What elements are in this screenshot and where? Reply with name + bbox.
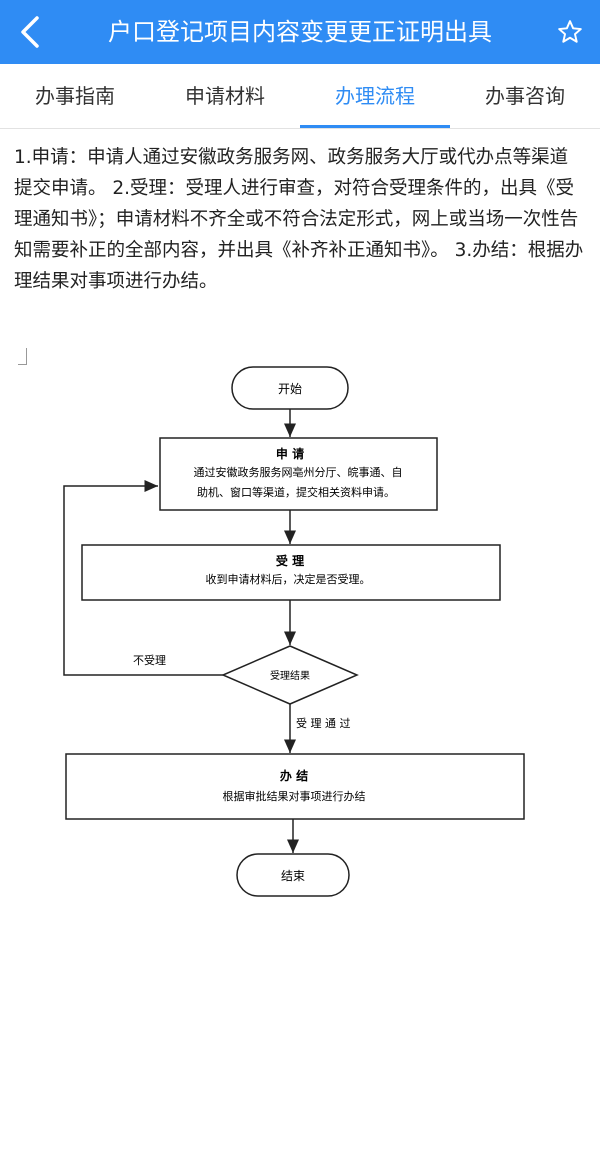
process-text: 1.申请：申请人通过安徽政务服务网、政务服务大厅或代办点等渠道提交申请。 2.受… <box>14 147 584 292</box>
finish-node <box>65 753 525 820</box>
star-outline-icon <box>558 20 582 43</box>
end-node <box>236 853 350 897</box>
active-tab-indicator <box>300 125 450 128</box>
apply-node <box>159 437 438 511</box>
apply-title: 申 请 <box>276 446 304 461</box>
back-button[interactable] <box>8 10 52 54</box>
tab-guide[interactable]: 办事指南 <box>35 84 115 108</box>
apply-line-2: 助机、窗口等渠道，提交相关资料申请。 <box>197 485 395 499</box>
accept-node <box>81 544 501 601</box>
reject-label: 不受理 <box>133 654 166 667</box>
end-label: 结束 <box>281 869 305 883</box>
tab-process[interactable]: 办理流程 <box>335 84 415 108</box>
arrow-reject-loop <box>63 480 223 676</box>
accept-title: 受 理 <box>276 553 304 568</box>
process-description: 1.申请：申请人通过安徽政务服务网、政务服务大厅或代办点等渠道提交申请。 2.受… <box>14 142 586 297</box>
tab-bar: 办事指南 申请材料 办理流程 办事咨询 <box>0 64 600 129</box>
process-flowchart: 开始 申 请 通过安徽政务服务网亳州分厅、皖事通、自 助机、窗口等渠道，提交相关… <box>63 366 525 897</box>
start-label: 开始 <box>278 382 302 396</box>
chevron-left-icon <box>21 16 39 48</box>
favorite-button[interactable] <box>550 12 590 52</box>
page-title: 户口登记项目内容变更更正证明出具 <box>108 18 492 46</box>
finish-desc: 根据审批结果对事项进行办结 <box>223 789 366 803</box>
accept-desc: 收到申请材料后，决定是否受理。 <box>206 572 371 586</box>
finish-title: 办 结 <box>280 768 308 783</box>
tab-materials[interactable]: 申请材料 <box>185 84 265 108</box>
header-bar: 户口登记项目内容变更更正证明出具 <box>0 0 600 64</box>
tab-consult[interactable]: 办事咨询 <box>485 84 565 108</box>
decision-label: 受理结果 <box>270 669 310 682</box>
apply-line-1: 通过安徽政务服务网亳州分厅、皖事通、自 <box>194 465 403 479</box>
pass-label: 受 理 通 过 <box>296 717 351 730</box>
image-corner-mark <box>18 348 27 365</box>
